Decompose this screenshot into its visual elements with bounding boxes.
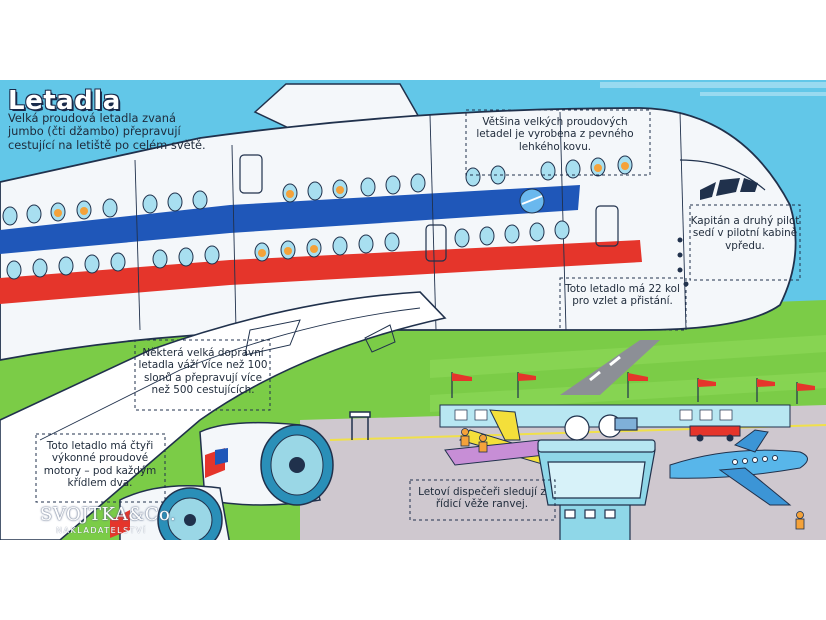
windsock-icon <box>451 372 815 404</box>
fact-metal: Většina velkých proudových letadel je vy… <box>476 116 634 153</box>
fact-tower: Letoví dispečeři sledují z řídicí věže r… <box>418 486 546 511</box>
publisher-watermark: SVOJTKA&Co. NAKLADATELSTVÍ <box>8 500 178 540</box>
small-blue-plane <box>669 429 808 506</box>
fact-engines: Toto letadlo má čtyři výkonné proudové m… <box>43 440 157 489</box>
control-tower <box>537 414 656 546</box>
page-title: Letadla <box>8 86 121 116</box>
intro-text: Velká proudová letadla zvaná jumbo (čti … <box>8 111 206 152</box>
fact-wheels: Toto letadlo má 22 kol pro vzlet a přist… <box>565 283 680 308</box>
fact-weight: Některá velká dopravní letadla váží více… <box>138 347 268 396</box>
wing <box>0 291 447 541</box>
stripe-blue <box>0 185 580 254</box>
cockpit-windows <box>700 178 758 200</box>
watermark-sub: NAKLADATELSTVÍ <box>56 526 147 535</box>
watermark-name: SVOJTKA&Co. <box>40 504 177 525</box>
runway <box>560 340 660 395</box>
airline-logo-icon <box>519 188 545 214</box>
publisher-logo-icon <box>8 509 34 522</box>
fact-pilots: Kapitán a druhý pilot sedí v pilotní kab… <box>690 215 800 252</box>
engine-icon <box>199 421 334 506</box>
engine-icon <box>110 484 231 553</box>
stripe-red <box>0 240 642 304</box>
windows-lower <box>6 220 570 280</box>
